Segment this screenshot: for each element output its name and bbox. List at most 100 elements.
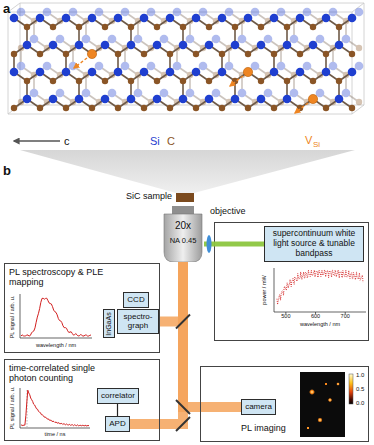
atom bbox=[322, 14, 331, 23]
atom bbox=[316, 35, 325, 44]
atom bbox=[127, 95, 136, 104]
tick-label: 500 bbox=[281, 314, 290, 320]
atom bbox=[271, 51, 277, 57]
atom bbox=[24, 24, 30, 30]
axis-label: wavelength / nm bbox=[36, 343, 76, 349]
atom bbox=[258, 24, 264, 30]
atom bbox=[205, 41, 214, 50]
wireframe-line bbox=[364, 3, 365, 105]
atom bbox=[30, 89, 39, 98]
axis-arrow bbox=[14, 140, 60, 141]
atom bbox=[173, 8, 182, 17]
objective-collar bbox=[172, 206, 194, 214]
atom bbox=[88, 14, 97, 23]
emitter-spot bbox=[317, 417, 322, 422]
atom bbox=[232, 24, 238, 30]
atom bbox=[82, 35, 91, 44]
atom bbox=[219, 105, 225, 111]
atom bbox=[225, 8, 234, 17]
atom bbox=[102, 78, 108, 84]
atom bbox=[348, 68, 357, 77]
atom bbox=[342, 89, 351, 98]
panel-letter: a bbox=[3, 2, 10, 15]
spectrograph-box: spectro-graph bbox=[117, 309, 159, 334]
axis-label: c bbox=[64, 136, 70, 147]
atom bbox=[147, 8, 156, 17]
atom-label: C bbox=[167, 136, 175, 147]
atom bbox=[231, 95, 240, 104]
wireframe-line bbox=[20, 3, 21, 105]
panel-heading: time-correlated single photon counting bbox=[9, 363, 125, 384]
axis-label: PL signal / arb. u. bbox=[10, 296, 16, 339]
atom bbox=[356, 45, 362, 51]
decay-curve bbox=[21, 390, 89, 426]
atom bbox=[193, 105, 199, 111]
defect-label: V bbox=[305, 135, 312, 146]
atom bbox=[147, 62, 156, 71]
atom bbox=[219, 51, 225, 57]
atom bbox=[303, 62, 312, 71]
atom bbox=[121, 8, 130, 17]
detector-box: CCD bbox=[123, 292, 149, 308]
atom bbox=[141, 51, 147, 57]
atom bbox=[75, 41, 84, 50]
atom bbox=[10, 68, 19, 77]
panel-heading: PL imaging bbox=[241, 423, 341, 433]
atom bbox=[10, 14, 19, 23]
atom bbox=[17, 62, 26, 71]
atom bbox=[167, 105, 173, 111]
atom bbox=[218, 68, 227, 77]
atom bbox=[335, 95, 344, 104]
instrument-panel-frame bbox=[215, 223, 369, 341]
atom bbox=[115, 105, 121, 111]
atom bbox=[322, 68, 331, 77]
atom bbox=[277, 8, 286, 17]
atom bbox=[89, 105, 95, 111]
atom bbox=[62, 68, 71, 77]
atom bbox=[264, 89, 273, 98]
atom bbox=[17, 8, 26, 17]
atom bbox=[238, 89, 247, 98]
plot-axes bbox=[274, 268, 366, 312]
atom bbox=[257, 41, 266, 50]
atom bbox=[271, 105, 277, 111]
atom bbox=[108, 35, 117, 44]
atom bbox=[303, 8, 312, 17]
camera-box: camera bbox=[241, 399, 276, 415]
panel-letter: b bbox=[3, 164, 11, 177]
emitter-spot bbox=[336, 382, 340, 386]
atom bbox=[335, 41, 344, 50]
magnification-cone bbox=[20, 150, 355, 193]
atom bbox=[50, 78, 56, 84]
atom bbox=[11, 105, 17, 111]
atom bbox=[180, 24, 186, 30]
wireframe-line bbox=[8, 105, 20, 114]
atom bbox=[225, 62, 234, 71]
atom bbox=[160, 35, 169, 44]
wireframe-line bbox=[8, 12, 9, 114]
atom bbox=[134, 89, 143, 98]
atom bbox=[349, 51, 355, 57]
atom bbox=[108, 89, 117, 98]
atom bbox=[323, 51, 329, 57]
atom bbox=[160, 89, 169, 98]
atom bbox=[212, 89, 221, 98]
atom bbox=[56, 35, 65, 44]
atom bbox=[76, 78, 82, 84]
atom bbox=[23, 41, 32, 50]
atom bbox=[270, 14, 279, 23]
sample-label: SiC sample bbox=[126, 192, 172, 201]
atom bbox=[310, 78, 316, 84]
atom bbox=[336, 24, 342, 30]
tick-label: 700 bbox=[341, 314, 350, 320]
objective-shape bbox=[162, 206, 204, 262]
atom bbox=[49, 41, 58, 50]
plot-axes bbox=[20, 388, 90, 428]
atom bbox=[310, 24, 316, 30]
atom bbox=[180, 78, 186, 84]
atom bbox=[218, 14, 227, 23]
atom bbox=[75, 95, 84, 104]
atom bbox=[69, 62, 78, 71]
colorbar bbox=[349, 374, 353, 404]
